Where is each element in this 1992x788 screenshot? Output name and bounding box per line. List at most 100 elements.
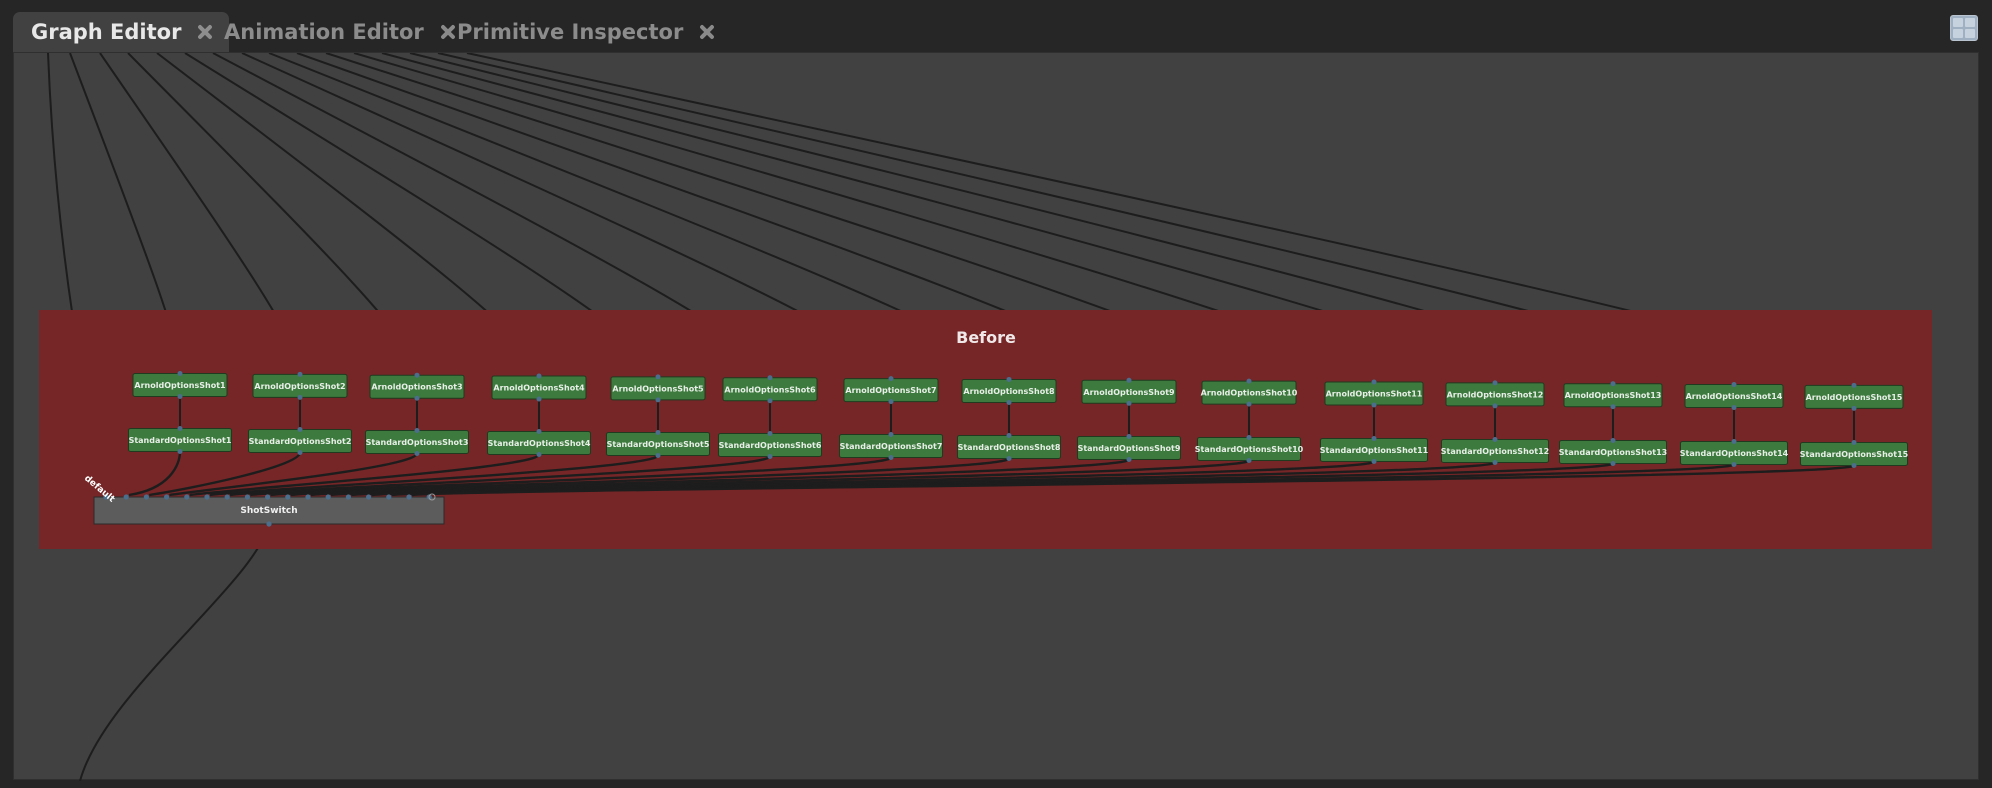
input-plug[interactable] bbox=[123, 494, 129, 500]
input-plug[interactable] bbox=[1006, 433, 1012, 438]
output-plug[interactable] bbox=[297, 394, 303, 400]
input-plug[interactable] bbox=[325, 494, 331, 500]
output-plug[interactable] bbox=[1006, 399, 1012, 405]
standard-options-node[interactable]: StandardOptionsShot3 bbox=[365, 428, 469, 456]
input-plug[interactable] bbox=[184, 494, 190, 500]
arnold-options-node[interactable]: ArnoldOptionsShot11 bbox=[1324, 379, 1424, 408]
output-plug[interactable] bbox=[266, 521, 272, 527]
output-plug[interactable] bbox=[767, 454, 773, 459]
input-plug[interactable] bbox=[1731, 382, 1737, 388]
input-plug[interactable] bbox=[414, 372, 420, 378]
standard-options-node[interactable]: StandardOptionsShot14 bbox=[1680, 439, 1789, 467]
input-plug[interactable] bbox=[655, 374, 661, 380]
input-plug[interactable] bbox=[406, 494, 412, 500]
node-graph-canvas[interactable]: Before ArnoldOptionsShot1StandardOptions… bbox=[14, 53, 1980, 781]
output-plug[interactable] bbox=[414, 395, 420, 401]
standard-options-node[interactable]: StandardOptionsShot6 bbox=[718, 431, 822, 459]
standard-options-node[interactable]: StandardOptionsShot8 bbox=[957, 433, 1061, 461]
input-plug[interactable] bbox=[297, 371, 303, 377]
add-input-plug[interactable] bbox=[428, 493, 436, 501]
input-plug[interactable] bbox=[1006, 376, 1012, 382]
arnold-options-node[interactable]: ArnoldOptionsShot5 bbox=[610, 374, 706, 403]
output-plug[interactable] bbox=[655, 397, 661, 403]
output-plug[interactable] bbox=[1610, 404, 1616, 410]
tab-primitive-inspector[interactable]: Primitive Inspector bbox=[457, 12, 717, 52]
standard-options-node[interactable]: StandardOptionsShot12 bbox=[1441, 437, 1549, 465]
standard-options-node[interactable]: StandardOptionsShot9 bbox=[1077, 434, 1181, 462]
input-plug[interactable] bbox=[164, 494, 170, 500]
output-plug[interactable] bbox=[414, 451, 420, 456]
tab-graph-editor[interactable]: Graph Editor bbox=[13, 12, 230, 52]
output-plug[interactable] bbox=[297, 450, 303, 455]
input-plug[interactable] bbox=[536, 373, 542, 379]
input-plug[interactable] bbox=[888, 376, 894, 382]
close-icon[interactable] bbox=[438, 22, 458, 42]
output-plug[interactable] bbox=[1246, 458, 1252, 463]
output-plug[interactable] bbox=[1492, 403, 1498, 409]
standard-options-node[interactable]: StandardOptionsShot15 bbox=[1800, 440, 1909, 468]
standard-options-node[interactable]: StandardOptionsShot1 bbox=[128, 426, 232, 454]
output-plug[interactable] bbox=[1371, 459, 1377, 464]
close-icon[interactable] bbox=[697, 22, 717, 42]
output-plug[interactable] bbox=[1126, 400, 1132, 406]
input-plug[interactable] bbox=[655, 430, 661, 435]
input-plug[interactable] bbox=[536, 429, 542, 434]
input-plug[interactable] bbox=[1246, 378, 1252, 384]
input-plug[interactable] bbox=[204, 494, 210, 500]
input-plug[interactable] bbox=[297, 427, 303, 432]
standard-options-node[interactable]: StandardOptionsShot7 bbox=[839, 432, 943, 460]
output-plug[interactable] bbox=[1371, 402, 1377, 408]
input-plug[interactable] bbox=[1492, 380, 1498, 386]
input-plug[interactable] bbox=[345, 494, 351, 500]
output-plug[interactable] bbox=[1851, 405, 1857, 411]
arnold-options-node[interactable]: ArnoldOptionsShot6 bbox=[722, 375, 818, 404]
arnold-options-node[interactable]: ArnoldOptionsShot10 bbox=[1201, 378, 1298, 407]
input-plug[interactable] bbox=[177, 371, 183, 376]
arnold-options-node[interactable]: ArnoldOptionsShot4 bbox=[491, 373, 587, 402]
input-plug[interactable] bbox=[1371, 379, 1377, 385]
arnold-options-node[interactable]: ArnoldOptionsShot1 bbox=[132, 371, 228, 399]
input-plug[interactable] bbox=[224, 494, 230, 500]
output-plug[interactable] bbox=[767, 398, 773, 404]
output-plug[interactable] bbox=[536, 452, 542, 457]
input-plug[interactable] bbox=[1126, 434, 1132, 439]
standard-options-node[interactable]: StandardOptionsShot10 bbox=[1195, 435, 1304, 463]
standard-options-node[interactable]: StandardOptionsShot4 bbox=[487, 429, 591, 457]
input-plug[interactable] bbox=[305, 494, 311, 500]
standard-options-node[interactable]: StandardOptionsShot13 bbox=[1559, 438, 1667, 466]
input-plug[interactable] bbox=[1246, 435, 1252, 440]
input-plug[interactable] bbox=[767, 431, 773, 436]
input-plug[interactable] bbox=[888, 432, 894, 437]
arnold-options-node[interactable]: ArnoldOptionsShot2 bbox=[252, 371, 348, 400]
output-plug[interactable] bbox=[1492, 460, 1498, 465]
input-plug[interactable] bbox=[767, 375, 773, 381]
arnold-options-node[interactable]: ArnoldOptionsShot9 bbox=[1081, 377, 1177, 406]
input-plug[interactable] bbox=[1492, 437, 1498, 442]
arnold-options-node[interactable]: ArnoldOptionsShot7 bbox=[843, 376, 939, 405]
standard-options-node[interactable]: StandardOptionsShot11 bbox=[1320, 436, 1429, 464]
layout-grid-icon[interactable] bbox=[1950, 15, 1978, 41]
output-plug[interactable] bbox=[888, 455, 894, 460]
input-plug[interactable] bbox=[1610, 438, 1616, 443]
arnold-options-node[interactable]: ArnoldOptionsShot14 bbox=[1684, 382, 1784, 411]
input-plug[interactable] bbox=[386, 494, 392, 500]
output-plug[interactable] bbox=[177, 449, 183, 454]
input-plug[interactable] bbox=[366, 494, 372, 500]
output-plug[interactable] bbox=[1731, 462, 1737, 467]
standard-options-node[interactable]: StandardOptionsShot2 bbox=[248, 427, 352, 455]
input-plug[interactable] bbox=[285, 494, 291, 500]
output-plug[interactable] bbox=[177, 394, 183, 399]
standard-options-node[interactable]: StandardOptionsShot5 bbox=[606, 430, 710, 458]
tab-animation-editor[interactable]: Animation Editor bbox=[224, 12, 458, 52]
arnold-options-node[interactable]: ArnoldOptionsShot15 bbox=[1804, 382, 1904, 411]
output-plug[interactable] bbox=[1246, 401, 1252, 407]
input-plug[interactable] bbox=[143, 494, 149, 500]
input-plug[interactable] bbox=[265, 494, 271, 500]
input-plug[interactable] bbox=[244, 494, 250, 500]
output-plug[interactable] bbox=[1610, 461, 1616, 466]
input-plug[interactable] bbox=[1731, 439, 1737, 444]
arnold-options-node[interactable]: ArnoldOptionsShot3 bbox=[369, 372, 465, 401]
input-plug[interactable] bbox=[1126, 377, 1132, 383]
